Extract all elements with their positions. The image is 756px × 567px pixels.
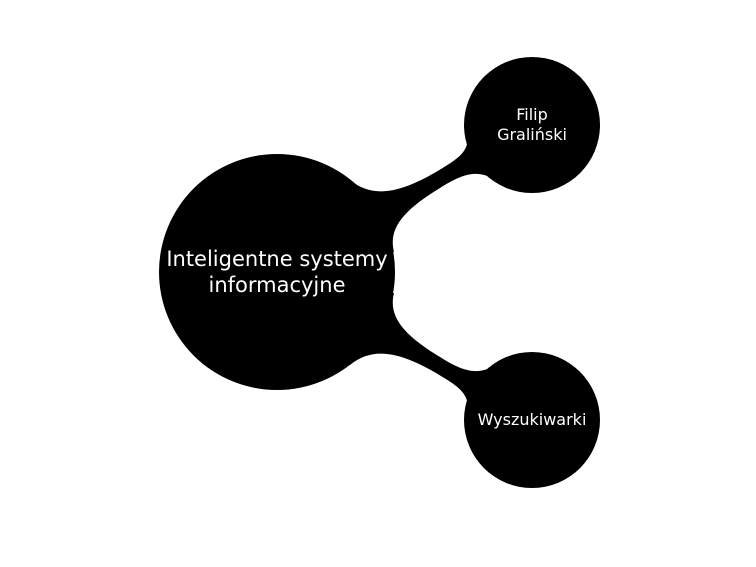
child-label-line2: Graliński [497,125,567,144]
child-node-filip-gralinski[interactable] [464,57,600,193]
child-node-label: Filip Graliński [467,105,597,145]
root-label-line1: Inteligentne systemy [166,246,388,271]
child-label-line1: Wyszukiwarki [477,410,587,429]
child-label-line1: Filip [516,105,548,124]
connector-top [350,140,492,252]
root-label-line2: informacyjne [208,273,346,297]
child-node-label: Wyszukiwarki [467,410,597,430]
root-node[interactable] [159,154,395,390]
child-node-wyszukiwarki[interactable] [464,352,600,488]
root-node-label: Inteligentne systemy informacyjne [162,246,392,299]
connector-bottom [350,293,492,405]
